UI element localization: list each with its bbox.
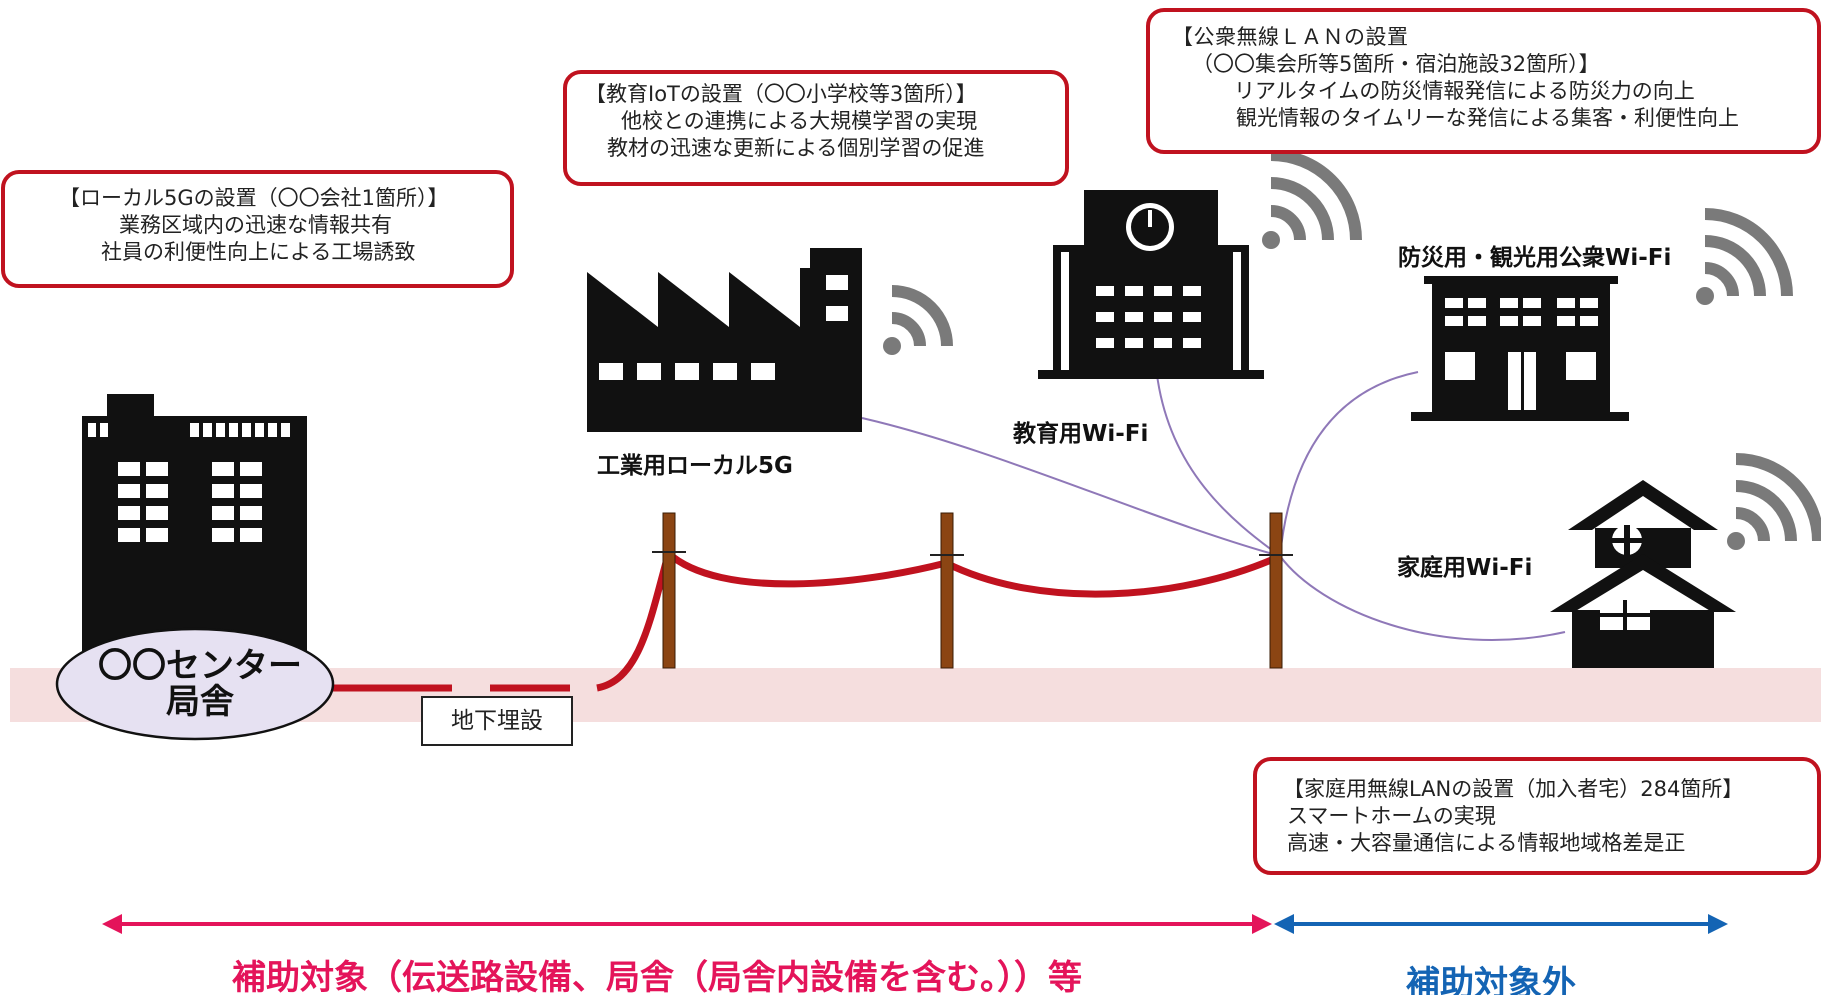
callout-local5g: 【ローカル5Gの設置（〇〇会社1箇所）】 業務区域内の迅速な情報共有 社員の利便… — [1, 170, 514, 288]
label-public-wifi: 防災用・観光用公衆Wi-Fi — [1398, 245, 1672, 271]
callout-public-lan-title: 【公衆無線ＬＡＮの設置 — [1172, 25, 1409, 49]
wifi-icon-school — [1262, 149, 1362, 249]
callout-edu-iot-line-2: 教材の迅速な更新による個別学習の促進 — [607, 136, 985, 160]
office-building-icon — [82, 394, 307, 658]
callout-home-lan: 【家庭用無線LANの設置（加入者宅）284箇所】 スマートホームの実現 高速・大… — [1253, 757, 1821, 875]
callout-edu-iot-title: 【教育IoTの設置（〇〇小学校等3箇所）】 — [585, 82, 977, 106]
drop-lines — [861, 371, 1566, 642]
label-school: 教育用Wi-Fi — [1013, 421, 1149, 447]
callout-local5g-title: 【ローカル5Gの設置（〇〇会社1箇所）】 — [59, 186, 449, 210]
utility-pole-2 — [940, 512, 954, 669]
wifi-icon-public — [1696, 208, 1793, 305]
underground-label: 地下埋設 — [421, 696, 573, 746]
covered-arrow — [102, 914, 1272, 934]
utility-pole-1 — [662, 512, 676, 669]
callout-edu-iot: 【教育IoTの設置（〇〇小学校等3箇所）】 他校との連携による大規模学習の実現 … — [563, 70, 1069, 186]
callout-public-lan-line-2: リアルタイムの防災情報発信による防災力の向上 — [1234, 79, 1695, 103]
callout-local5g-line-1: 業務区域内の迅速な情報共有 — [119, 213, 392, 237]
apartment-icon — [1411, 276, 1629, 421]
callout-edu-iot-line-1: 他校との連携による大規模学習の実現 — [621, 109, 978, 133]
center-station-name: 〇〇センター — [98, 646, 302, 686]
not-covered-arrow — [1274, 914, 1728, 934]
school-icon — [1038, 190, 1264, 379]
factory-icon — [587, 248, 862, 432]
utility-poles — [652, 512, 1293, 669]
center-station-label: 〇〇センター 局舎 — [60, 648, 340, 720]
label-home: 家庭用Wi-Fi — [1397, 555, 1533, 581]
wifi-icon-factory — [883, 285, 953, 355]
callout-public-lan-line-1: （〇〇集会所等5箇所・宿泊施設32箇所）】 — [1192, 52, 1600, 76]
label-factory: 工業用ローカル5G — [597, 453, 793, 479]
house-icon — [1550, 480, 1736, 668]
wifi-icon-home — [1727, 453, 1821, 550]
covered-scope-label: 補助対象（伝送路設備、局舎（局舎内設備を含む。））等 — [232, 958, 1082, 995]
center-ellipse — [55, 627, 335, 741]
callout-home-lan-title: 【家庭用無線LANの設置（加入者宅）284箇所】 — [1283, 777, 1744, 801]
aerial-cable — [665, 550, 1278, 598]
utility-pole-3 — [1269, 512, 1283, 669]
callout-home-lan-line-1: スマートホームの実現 — [1287, 804, 1496, 828]
not-covered-scope-label: 補助対象外 — [1406, 964, 1576, 995]
callout-local5g-line-2: 社員の利便性向上による工場誘致 — [101, 240, 416, 264]
callout-public-lan-line-3: 観光情報のタイムリーな発信による集客・利便性向上 — [1236, 106, 1739, 130]
underground-cable — [330, 554, 672, 692]
callout-public-lan: 【公衆無線ＬＡＮの設置 （〇〇集会所等5箇所・宿泊施設32箇所）】 リアルタイム… — [1146, 8, 1821, 154]
center-station-building: 局舎 — [166, 682, 234, 722]
callout-home-lan-line-2: 高速・大容量通信による情報地域格差是正 — [1287, 831, 1686, 855]
